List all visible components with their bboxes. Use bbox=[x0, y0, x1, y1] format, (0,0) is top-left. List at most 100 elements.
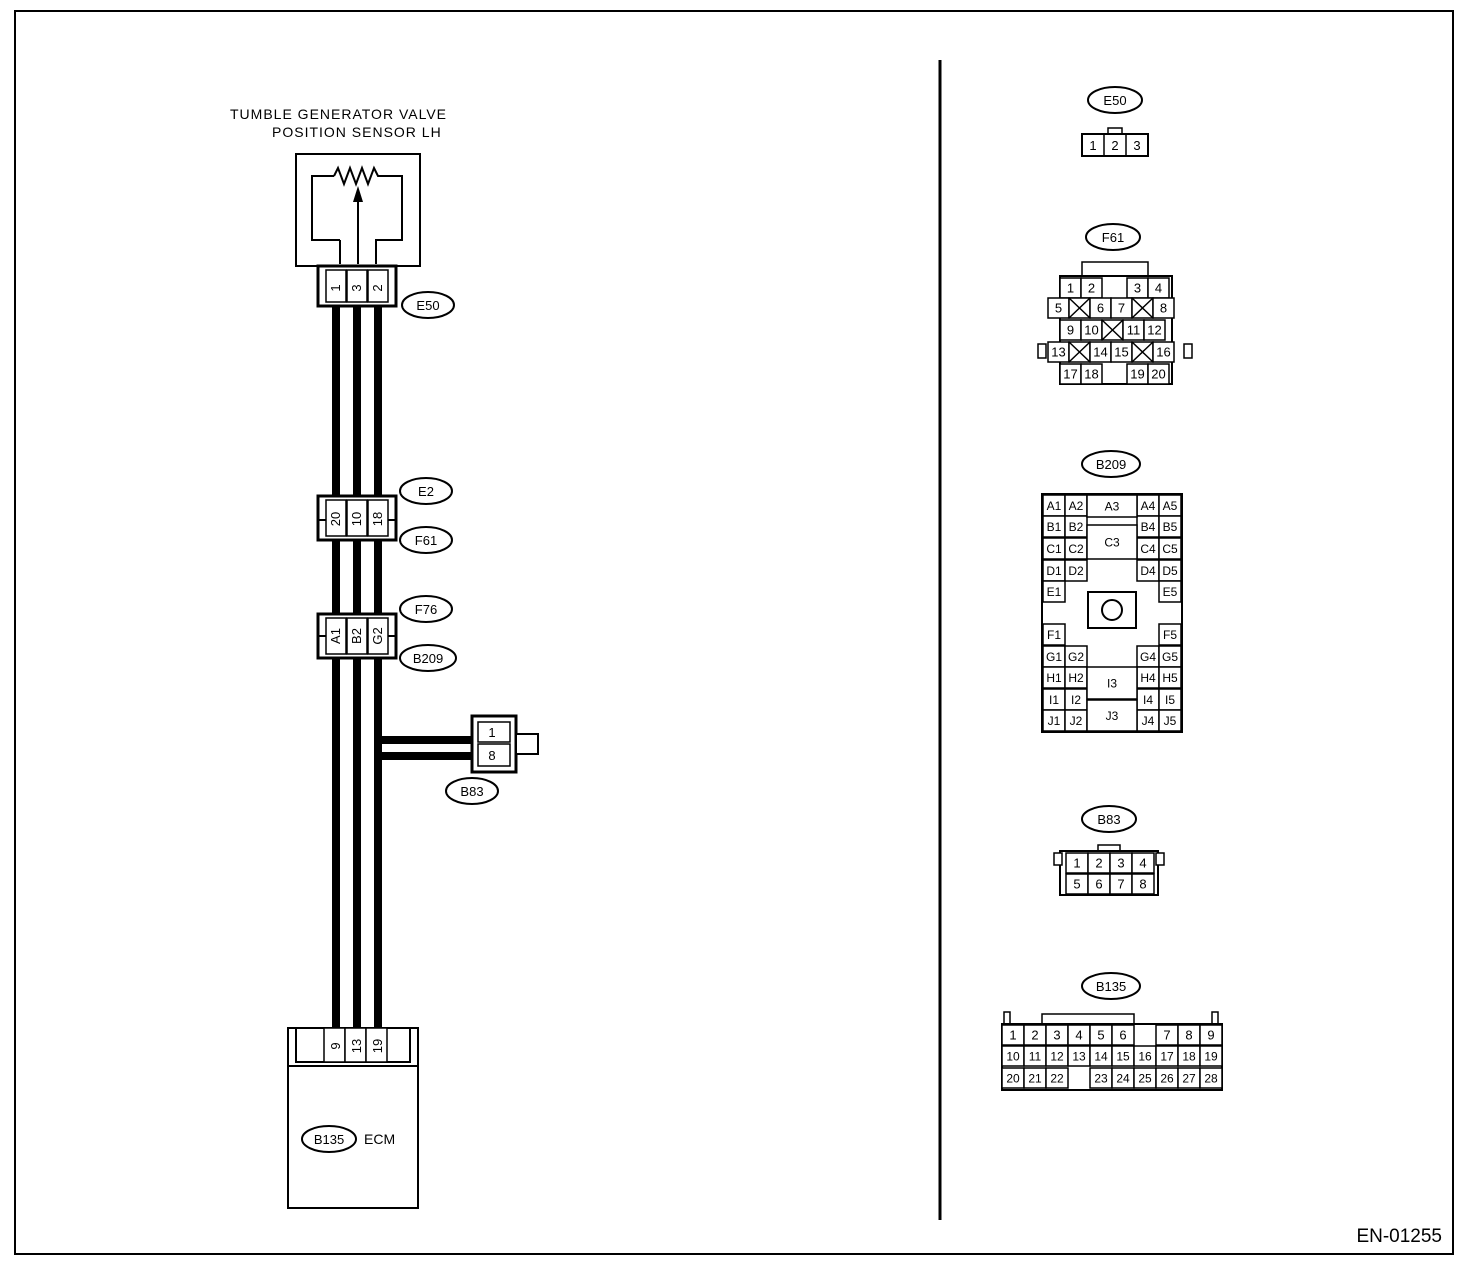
e50-face: E50 1 2 3 bbox=[1081, 86, 1149, 157]
b135-pin-label: 10 bbox=[1006, 1049, 1020, 1063]
f61-pin-label: 7 bbox=[1118, 301, 1125, 316]
b209-pin-label: G5 bbox=[1162, 650, 1178, 664]
b83-pin-label: 1 bbox=[1073, 856, 1080, 871]
b209-pin-label: F5 bbox=[1163, 628, 1177, 642]
sensor-title-line2: POSITION SENSOR LH bbox=[272, 124, 442, 140]
b135-pin-label: 13 bbox=[1072, 1049, 1086, 1063]
e50-connector: 1 3 2 E50 bbox=[316, 264, 455, 319]
b135-cell bbox=[1199, 1024, 1223, 1046]
b135-pin-label: 23 bbox=[1094, 1071, 1108, 1085]
b209-pin-label: I4 bbox=[1143, 693, 1153, 707]
b83-pin-label: 5 bbox=[1073, 877, 1080, 892]
b209-pin-label: B4 bbox=[1141, 520, 1156, 534]
b83-connector: 1 8 B83 bbox=[445, 714, 539, 805]
b83-cell bbox=[1131, 852, 1155, 874]
b83-cell bbox=[1131, 873, 1155, 895]
b209-pin-label: H5 bbox=[1162, 671, 1178, 685]
f61-pin-label: 9 bbox=[1067, 323, 1074, 338]
f61-pin-label: 20 bbox=[1151, 367, 1165, 382]
b135-pin-label: 26 bbox=[1160, 1071, 1174, 1085]
b83-badge bbox=[445, 777, 499, 805]
e50-pin-2: 2 bbox=[370, 284, 385, 291]
b83-face-label: B83 bbox=[1097, 812, 1120, 827]
figure-id: EN-01255 bbox=[1356, 1226, 1442, 1247]
e50-pin-3: 3 bbox=[349, 284, 364, 291]
f76-b209-connector: A1 B2 G2 F76 B209 bbox=[316, 595, 457, 672]
f61-cell bbox=[1152, 341, 1175, 363]
f61-pin-label: 8 bbox=[1160, 301, 1167, 316]
b209-pin-label: J5 bbox=[1164, 714, 1177, 728]
b209-pin-label: G1 bbox=[1046, 650, 1062, 664]
b209-cell bbox=[1086, 524, 1138, 560]
b135-pin-label: 12 bbox=[1050, 1049, 1064, 1063]
b83-pin-label: 8 bbox=[1139, 877, 1146, 892]
b209-pin-label: A3 bbox=[1105, 499, 1120, 513]
f61-pin-label: 6 bbox=[1097, 301, 1104, 316]
f61-pin-label: 15 bbox=[1114, 345, 1128, 360]
b209-pin-label: F1 bbox=[1047, 628, 1061, 642]
b209-pin-label: D1 bbox=[1046, 564, 1062, 578]
b209-cell bbox=[1042, 623, 1066, 646]
diagram-frame bbox=[14, 10, 1454, 1255]
b209-cell bbox=[1086, 494, 1138, 518]
f61-cell bbox=[1080, 363, 1103, 385]
e50-pin-1: 1 bbox=[328, 284, 343, 291]
b209-cell bbox=[1086, 666, 1138, 700]
b135-pin-label: 20 bbox=[1006, 1071, 1020, 1085]
e50-badge bbox=[401, 291, 455, 319]
b209-pin-label: B5 bbox=[1163, 520, 1178, 534]
f76-pin-b2: B2 bbox=[349, 628, 364, 644]
wire-gaps bbox=[344, 306, 369, 1028]
b83-pin-label: 7 bbox=[1117, 877, 1124, 892]
f76-pin-a1: A1 bbox=[328, 628, 343, 644]
b209-pin-label: C2 bbox=[1068, 542, 1084, 556]
f61-blank-cavity bbox=[1101, 319, 1124, 341]
b209-pin-label: H4 bbox=[1140, 671, 1156, 685]
b135-pin-label: 18 bbox=[1182, 1049, 1196, 1063]
b135-pin-label: 16 bbox=[1138, 1049, 1152, 1063]
b209-pin-label: D5 bbox=[1162, 564, 1178, 578]
e2-label: E2 bbox=[418, 484, 434, 499]
b209-pin-label: H2 bbox=[1068, 671, 1084, 685]
f61-pin-label: 1 bbox=[1067, 281, 1074, 296]
b209-pin-label: D4 bbox=[1140, 564, 1156, 578]
b209-pin-label: J2 bbox=[1070, 714, 1083, 728]
b209-cell bbox=[1158, 515, 1182, 538]
b209-pin-label: B1 bbox=[1047, 520, 1062, 534]
b135-cell bbox=[1199, 1067, 1223, 1089]
b135-pin-label: 3 bbox=[1053, 1028, 1060, 1043]
b135-cell bbox=[1045, 1067, 1069, 1089]
b209-pin-label: C1 bbox=[1046, 542, 1062, 556]
f61-face-label: F61 bbox=[1102, 230, 1124, 245]
b135-face-label: B135 bbox=[1096, 979, 1126, 994]
b135-pin-label: 24 bbox=[1116, 1071, 1130, 1085]
f61-pin-label: 14 bbox=[1093, 345, 1107, 360]
b209-pin-label: A4 bbox=[1141, 499, 1156, 513]
b135-pin-label: 5 bbox=[1097, 1028, 1104, 1043]
f61-pin-label: 17 bbox=[1063, 367, 1077, 382]
b209-pin-label: A2 bbox=[1069, 499, 1084, 513]
b209-pin-label: G2 bbox=[1068, 650, 1084, 664]
b209-pin-label: I1 bbox=[1049, 693, 1059, 707]
b209-pin-label: I3 bbox=[1107, 676, 1117, 690]
f61-pin-label: 18 bbox=[1084, 367, 1098, 382]
b135-pin-label: 28 bbox=[1204, 1071, 1218, 1085]
f61-blank-cavity bbox=[1131, 297, 1154, 319]
b209-pin-label: E5 bbox=[1163, 585, 1178, 599]
b83-pin-8: 8 bbox=[488, 748, 495, 763]
e50-label: E50 bbox=[416, 298, 439, 313]
b135-pin-label: 19 bbox=[1204, 1049, 1218, 1063]
f61-pin-label: 2 bbox=[1088, 281, 1095, 296]
ecm-connector-label: B135 bbox=[314, 1132, 344, 1147]
b209-pin-label: G4 bbox=[1140, 650, 1156, 664]
f61-pin-label: 12 bbox=[1147, 323, 1161, 338]
ecm-pin-9: 9 bbox=[328, 1042, 343, 1049]
